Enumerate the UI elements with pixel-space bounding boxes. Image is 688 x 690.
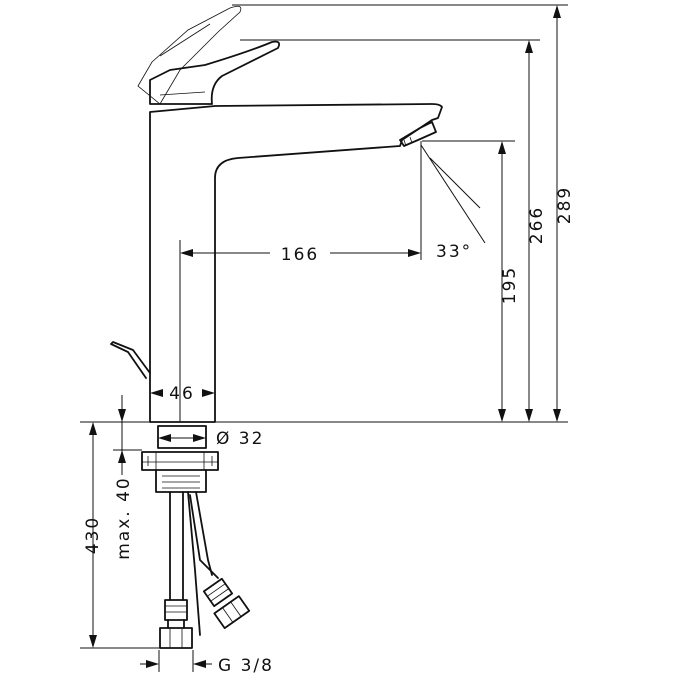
faucet-lever xyxy=(149,40,281,105)
lever-raised-position xyxy=(137,5,242,105)
mounting-hardware xyxy=(141,425,219,493)
label-hole-diameter: Ø 32 xyxy=(216,429,264,449)
hose-connector-right xyxy=(202,577,251,630)
label-base-width: 46 xyxy=(169,384,195,404)
hose-connector-left xyxy=(159,599,193,649)
label-max-thickness: max. 40 xyxy=(114,476,134,559)
dim-base-width xyxy=(150,389,215,397)
reference-lines xyxy=(80,4,568,672)
dim-spout-reach xyxy=(180,249,421,257)
popup-rod xyxy=(110,341,151,379)
dim-outlet-height xyxy=(498,141,506,422)
label-spout-top-height: 266 xyxy=(527,206,547,244)
faucet-body xyxy=(149,103,443,423)
dim-connection-thread xyxy=(140,660,212,668)
label-spray-angle: 33° xyxy=(436,242,472,262)
label-outlet-height: 195 xyxy=(500,266,520,304)
dim-max-thickness xyxy=(118,395,126,475)
supply-hoses xyxy=(159,491,251,649)
dim-total-height xyxy=(553,5,561,422)
label-connection-thread: G 3/8 xyxy=(218,656,274,676)
label-hose-length: 430 xyxy=(83,516,103,554)
dim-hole-diameter xyxy=(158,434,206,442)
dim-spout-top xyxy=(525,40,533,422)
label-total-height: 289 xyxy=(555,186,575,224)
label-spout-reach: 166 xyxy=(281,245,319,265)
dim-hose-length xyxy=(89,422,97,648)
